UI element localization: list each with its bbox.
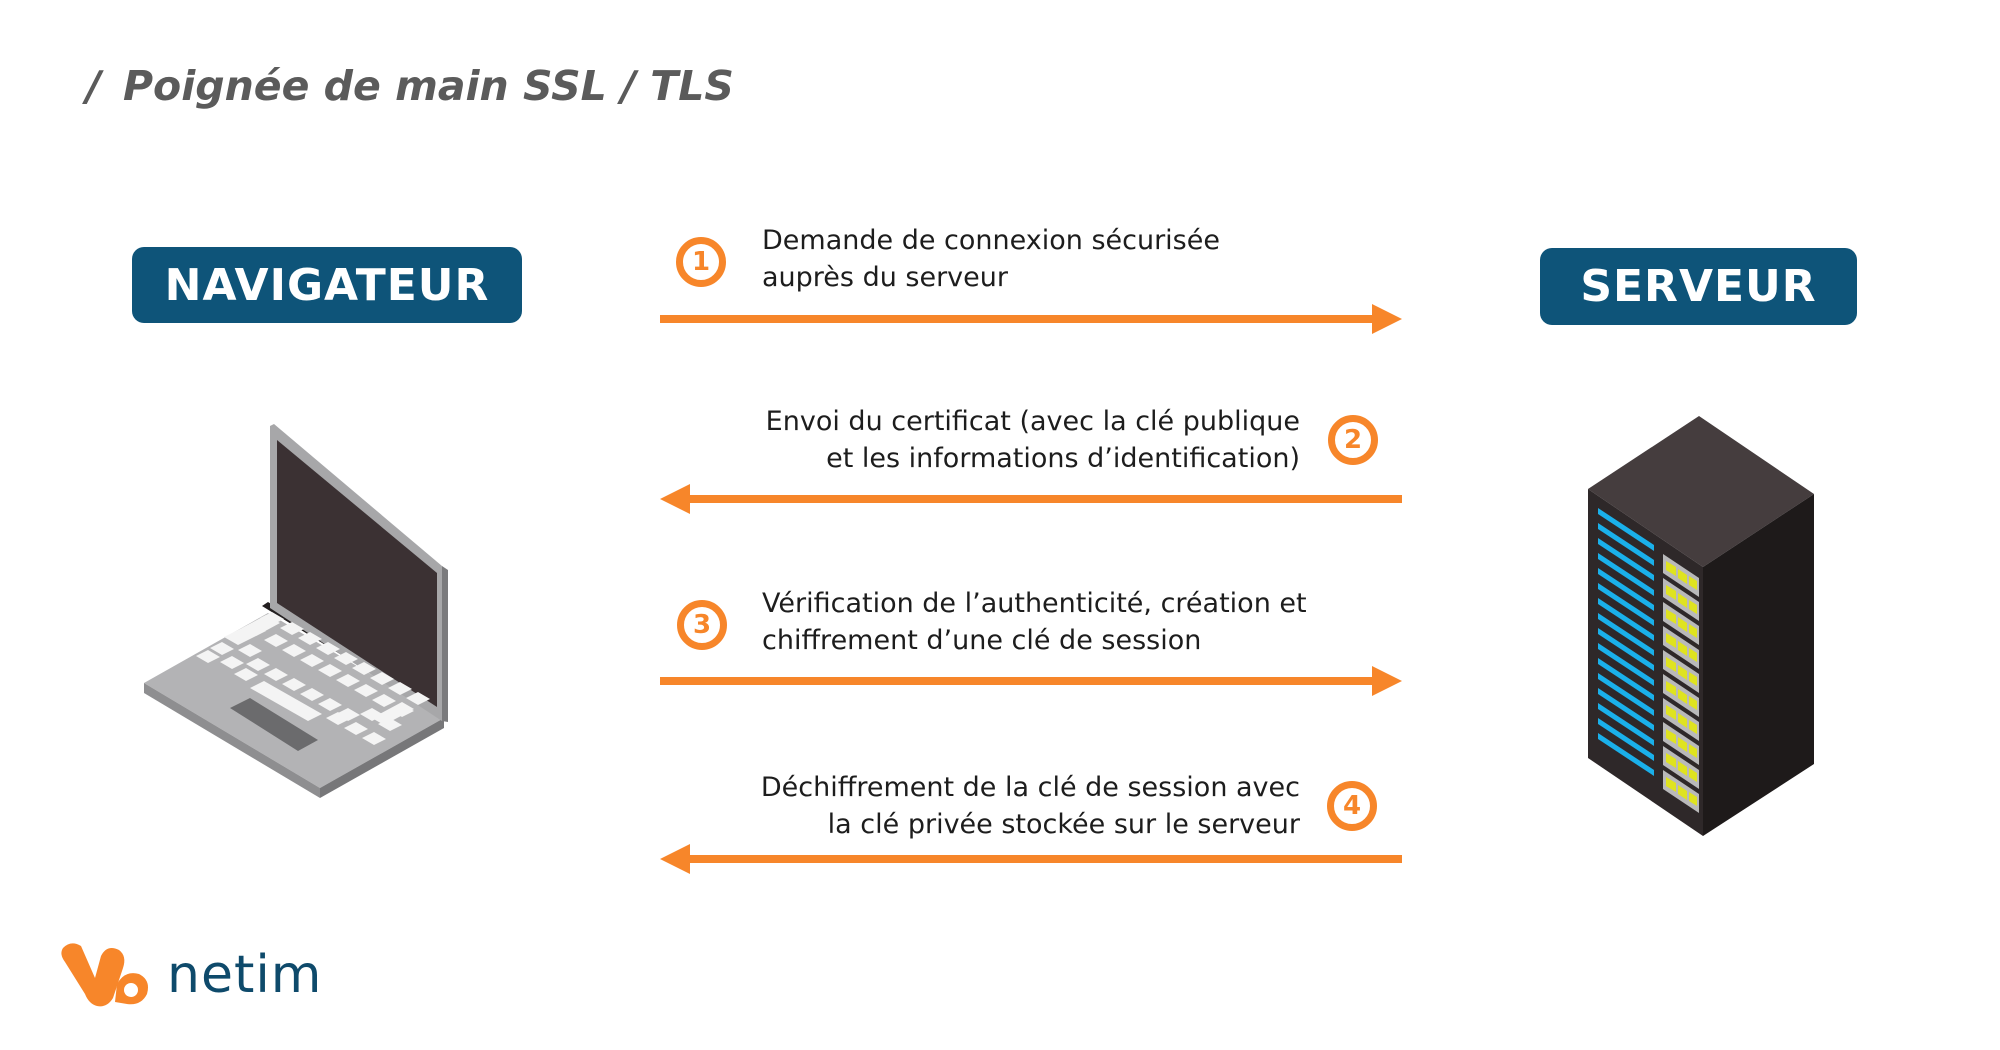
laptop-icon <box>144 424 448 798</box>
step-1-arrow-right-icon <box>660 304 1402 334</box>
step-3-text: Vérification de l’authenticité, création… <box>762 585 1307 659</box>
step-1-text: Demande de connexion sécurisée auprès du… <box>762 222 1220 296</box>
step-4-arrow-left-icon <box>660 844 1402 874</box>
step-2-arrow-left-icon <box>660 484 1402 514</box>
netim-logo: netim <box>55 940 322 1010</box>
step-2-line-1: Envoi du certificat (avec la clé publiqu… <box>765 406 1300 437</box>
step-2-text: Envoi du certificat (avec la clé publiqu… <box>766 403 1300 477</box>
step-3-arrow-right-icon <box>660 666 1402 696</box>
server-rack-icon <box>1588 416 1814 836</box>
netim-mark-icon <box>61 943 148 1007</box>
step-4-line-1: Déchiffrement de la clé de session avec <box>760 772 1300 803</box>
client-label: NAVIGATEUR <box>132 247 522 323</box>
step-3-line-1: Vérification de l’authenticité, création… <box>762 588 1307 619</box>
step-3-line-2: chiffrement d’une clé de session <box>762 625 1202 656</box>
step-1-line-2: auprès du serveur <box>762 262 1008 293</box>
step-1-badge: 1 <box>676 237 726 287</box>
title-prefix: / <box>86 62 101 110</box>
netim-wordmark: netim <box>167 945 323 1005</box>
server-label: SERVEUR <box>1540 248 1857 325</box>
step-1-line-1: Demande de connexion sécurisée <box>762 225 1220 256</box>
title-text: Poignée de main SSL / TLS <box>122 62 734 110</box>
step-4-line-2: la clé privée stockée sur le serveur <box>827 809 1300 840</box>
step-4-badge: 4 <box>1327 781 1377 831</box>
step-3-badge: 3 <box>677 600 727 650</box>
step-2-line-2: et les informations d’identification) <box>826 443 1300 474</box>
page-title: / Poignée de main SSL / TLS <box>86 62 734 110</box>
step-4-text: Déchiffrement de la clé de session avec … <box>761 769 1300 843</box>
step-2-badge: 2 <box>1328 415 1378 465</box>
